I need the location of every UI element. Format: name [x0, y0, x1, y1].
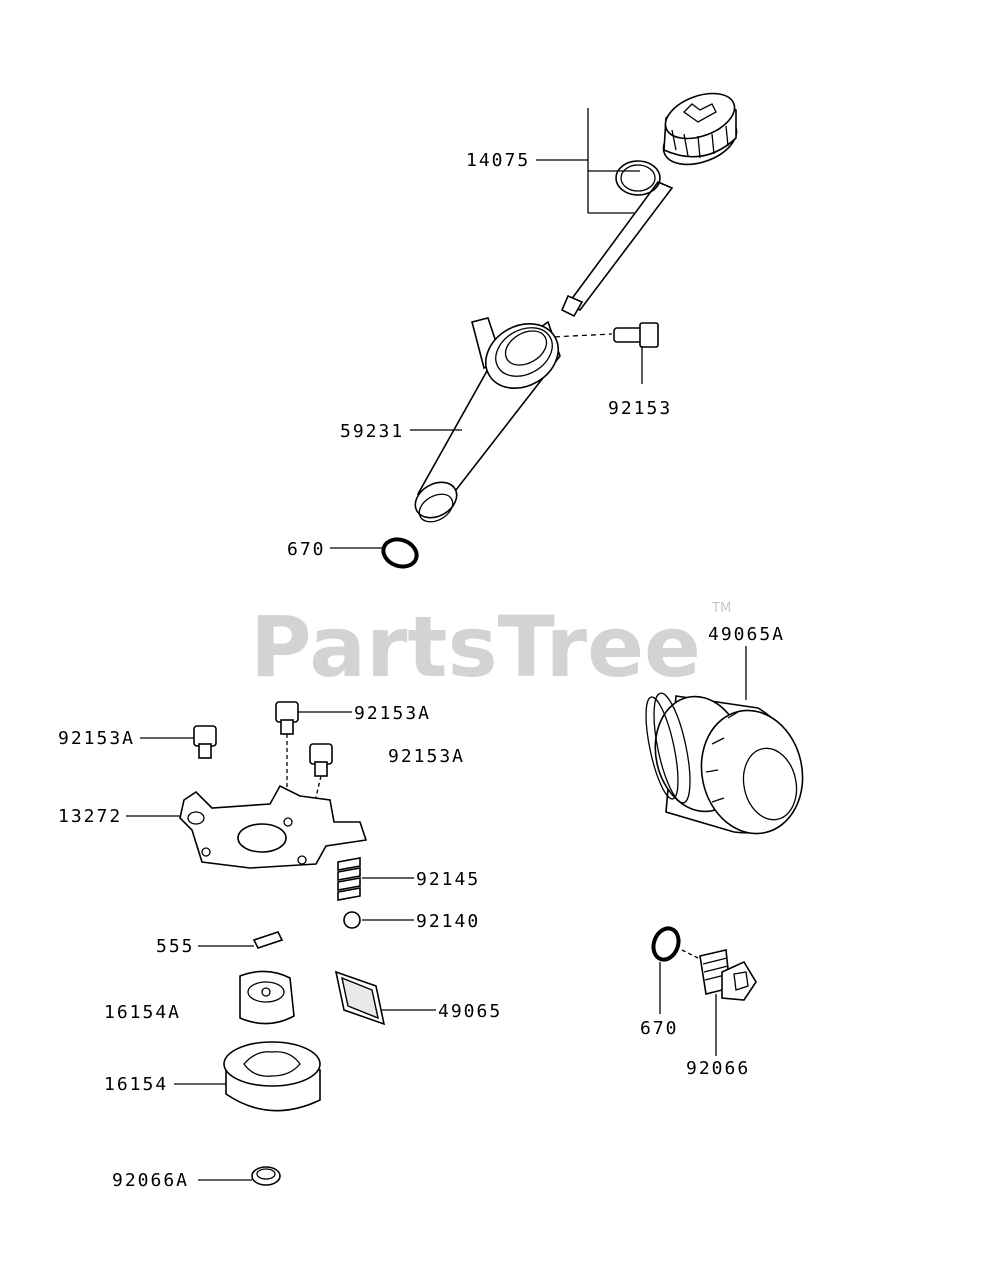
part-92153A-bolt-mid[interactable]: 92153A: [301, 743, 465, 857]
part-92145-spring[interactable]: 92145: [337, 857, 480, 901]
part-92066-drain-plug[interactable]: 92066: [686, 949, 757, 1079]
label-92153A-mid: 92153A: [388, 746, 465, 767]
label-670-upper: 670: [287, 539, 326, 560]
part-670-oring-upper[interactable]: 670: [287, 535, 420, 571]
label-59231: 59231: [340, 421, 404, 442]
watermark: PartsTree TM: [250, 598, 731, 696]
label-92153A-left: 92153A: [58, 728, 135, 749]
label-13272: 13272: [58, 806, 122, 827]
label-16154A: 16154A: [104, 1002, 181, 1023]
label-92140: 92140: [416, 911, 480, 932]
part-92066A-seal[interactable]: 92066A: [112, 1166, 281, 1191]
watermark-tm: TM: [711, 601, 731, 616]
label-92145: 92145: [416, 869, 480, 890]
label-49065: 49065: [438, 1001, 502, 1022]
part-670-oring-lower[interactable]: 670: [640, 925, 699, 1039]
label-670-lower: 670: [640, 1018, 679, 1039]
part-16154A-inner-rotor[interactable]: 16154A: [104, 970, 295, 1025]
label-49065A: 49065A: [708, 624, 785, 645]
part-59231-filler-tube[interactable]: 59231: [340, 311, 570, 527]
label-92153: 92153: [608, 398, 672, 419]
label-555: 555: [156, 936, 195, 957]
part-49065A-oil-filter[interactable]: 49065A: [639, 624, 813, 843]
part-92140-ball[interactable]: 92140: [343, 911, 480, 932]
label-16154: 16154: [104, 1074, 168, 1095]
part-555-pin[interactable]: 555: [156, 931, 284, 957]
label-92066: 92066: [686, 1058, 750, 1079]
part-13272-plate[interactable]: 13272: [58, 784, 368, 869]
part-49065-screen[interactable]: 49065: [334, 970, 502, 1026]
part-92153A-bolt-top[interactable]: 92153A: [275, 701, 431, 818]
part-92153A-bolt-left[interactable]: 92153A: [58, 725, 217, 759]
part-14075-dipstick[interactable]: 14075: [466, 85, 743, 318]
part-16154-outer-rotor[interactable]: 16154: [104, 1041, 321, 1112]
label-92153A-top: 92153A: [354, 703, 431, 724]
label-92066A: 92066A: [112, 1170, 189, 1191]
label-14075: 14075: [466, 150, 530, 171]
watermark-text: PartsTree: [250, 598, 701, 696]
